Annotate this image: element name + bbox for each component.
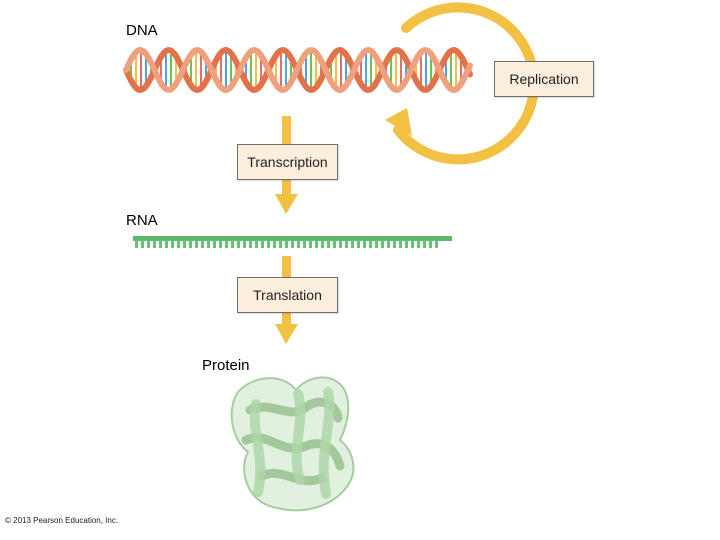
rna-base (411, 240, 414, 248)
rna-base (273, 240, 276, 248)
rna-base (213, 240, 216, 248)
rna-base (267, 240, 270, 248)
rna-base (207, 240, 210, 248)
rna-base (189, 240, 192, 248)
rna-base (387, 240, 390, 248)
dna-sugar-phosphate-backbone (123, 46, 473, 94)
rna-base (279, 240, 282, 248)
rna-base (285, 240, 288, 248)
rna-backbone (133, 236, 452, 241)
rna-base (249, 240, 252, 248)
protein-structure (230, 376, 355, 512)
rna-base (297, 240, 300, 248)
rna-base (393, 240, 396, 248)
replication-box: Replication (494, 61, 594, 97)
rna-base (405, 240, 408, 248)
rna-base (147, 240, 150, 248)
protein-label: Protein (202, 357, 250, 374)
rna-base (417, 240, 420, 248)
copyright-notice: © 2013 Pearson Education, Inc. (5, 516, 119, 525)
rna-base (153, 240, 156, 248)
rna-base (165, 240, 168, 248)
rna-base (345, 240, 348, 248)
rna-base (309, 240, 312, 248)
dna-double-helix (123, 46, 473, 94)
rna-base (357, 240, 360, 248)
rna-base (225, 240, 228, 248)
rna-base (255, 240, 258, 248)
rna-base (327, 240, 330, 248)
rna-base (363, 240, 366, 248)
rna-base (243, 240, 246, 248)
rna-base (315, 240, 318, 248)
rna-base (183, 240, 186, 248)
rna-base (333, 240, 336, 248)
rna-base (135, 240, 138, 248)
rna-base (201, 240, 204, 248)
rna-base (423, 240, 426, 248)
rna-strand (133, 236, 452, 248)
rna-base (171, 240, 174, 248)
rna-base (351, 240, 354, 248)
translation-box: Translation (237, 277, 338, 313)
rna-base (237, 240, 240, 248)
rna-base (141, 240, 144, 248)
rna-base (195, 240, 198, 248)
rna-base (321, 240, 324, 248)
rna-label: RNA (126, 212, 158, 229)
rna-base (159, 240, 162, 248)
rna-base (303, 240, 306, 248)
rna-base (219, 240, 222, 248)
rna-base (435, 240, 438, 248)
rna-base (369, 240, 372, 248)
rna-base (375, 240, 378, 248)
rna-base (291, 240, 294, 248)
rna-base (381, 240, 384, 248)
rna-base (261, 240, 264, 248)
transcription-box: Transcription (237, 144, 338, 180)
rna-base (339, 240, 342, 248)
rna-base (429, 240, 432, 248)
rna-base (399, 240, 402, 248)
dna-label: DNA (126, 22, 158, 39)
rna-base (177, 240, 180, 248)
rna-base (231, 240, 234, 248)
